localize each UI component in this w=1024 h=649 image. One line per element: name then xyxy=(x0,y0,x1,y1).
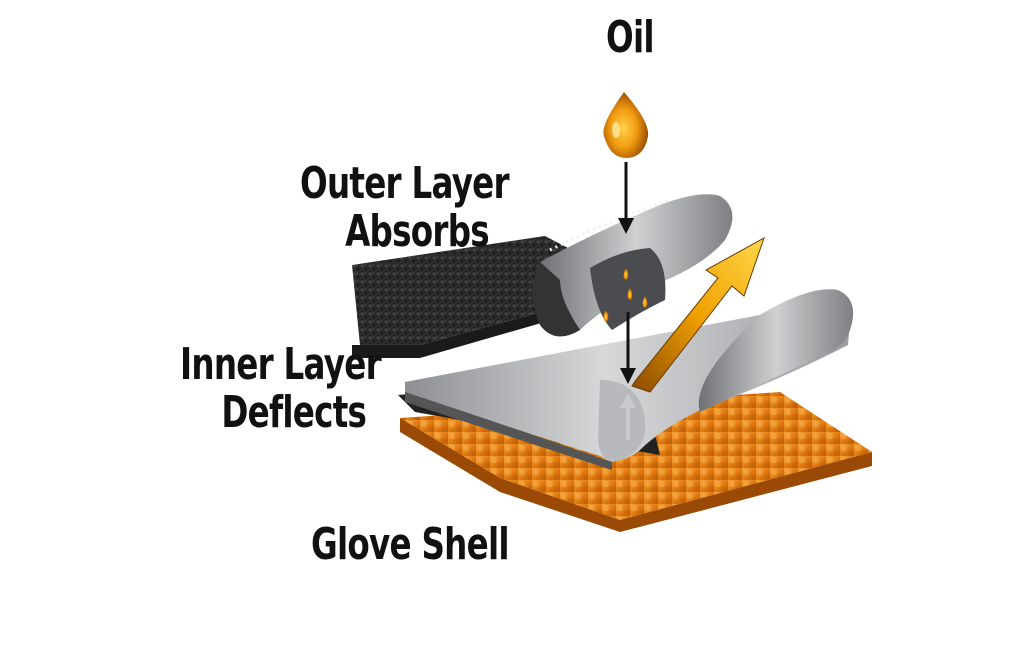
outer-layer-label-line2: Absorbs xyxy=(345,205,490,257)
reflect-arrow-icon xyxy=(620,394,636,440)
absorbed-oil-drops xyxy=(603,268,648,322)
outer-layer-label-line1: Outer Layer xyxy=(300,158,510,209)
inner-layer-label-line1: Inner Layer xyxy=(180,339,382,390)
outer-layer xyxy=(352,194,733,358)
oil-drop-icon xyxy=(603,92,649,158)
oil-label: Oil xyxy=(606,12,655,63)
down-arrow-icon xyxy=(618,162,634,234)
inner-layer-label-line2: Deflects xyxy=(221,386,367,438)
outer-layer-label: Outer Layer Absorbs xyxy=(300,158,510,257)
down-arrow-icon xyxy=(620,312,636,384)
inner-layer-label: Inner Layer Deflects xyxy=(180,339,382,438)
deflect-arrow-icon xyxy=(631,236,765,393)
glove-shell-label: Glove Shell xyxy=(311,519,510,570)
